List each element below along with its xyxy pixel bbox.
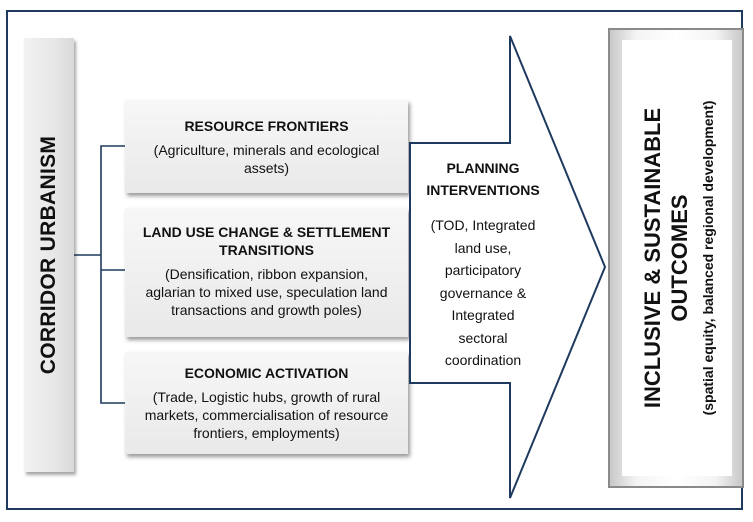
planning-interventions-description: (TOD, Integrated land use, participatory… [420, 214, 546, 372]
resource-frontiers-box: RESOURCE FRONTIERS (Agriculture, mineral… [125, 100, 408, 193]
box-description-line: (Densification, ribbon expansion, [164, 266, 369, 282]
box-description: (Agriculture, minerals and ecological as… [131, 141, 402, 177]
arrow-description-line: participatory [444, 262, 522, 278]
outcomes-box-inner [622, 40, 732, 476]
arrow-description-line: Integrated [451, 307, 515, 323]
box-description-line: (Agriculture, minerals and ecological [153, 142, 380, 158]
box-title-line: TRANSITIONS [219, 242, 314, 258]
box-title: LAND USE CHANGE & SETTLEMENT TRANSITIONS [131, 223, 402, 259]
box-title: ECONOMIC ACTIVATION [184, 365, 349, 381]
box-description-line: aglarian to mixed use, speculation land [145, 284, 388, 300]
box-title: RESOURCE FRONTIERS [184, 118, 349, 134]
box-title-line: LAND USE CHANGE & SETTLEMENT [142, 224, 391, 240]
box-description: (Densification, ribbon expansion, aglari… [131, 265, 402, 319]
outcomes-text: INCLUSIVE & SUSTAINABLE OUTCOMES (spatia… [639, 101, 717, 416]
outcomes-subtitle: (spatial equity, balanced regional devel… [700, 100, 716, 416]
box-description-line: assets) [243, 160, 290, 176]
arrow-description-line: sectoral [458, 329, 508, 346]
arrow-description-line: land use, [454, 239, 512, 256]
land-use-change-box: LAND USE CHANGE & SETTLEMENT TRANSITIONS… [125, 208, 408, 337]
outcomes-title: INCLUSIVE & SUSTAINABLE OUTCOMES [639, 101, 693, 416]
arrow-description-line: (TOD, Integrated [430, 217, 536, 233]
outcomes-title-line: INCLUSIVE & SUSTAINABLE [640, 107, 665, 409]
arrow-description-line: governance & [439, 284, 527, 301]
arrow-description-line: coordination [444, 352, 522, 368]
box-description-line: (Trade, Logistic hubs, growth of rural [152, 389, 381, 405]
outcomes-title-line: OUTCOMES [667, 194, 692, 322]
arrow-title-line: INTERVENTIONS [426, 182, 540, 198]
arrow-title-line: PLANNING [446, 160, 520, 176]
corridor-urbanism-bar [24, 38, 74, 472]
box-description: (Trade, Logistic hubs, growth of rural m… [131, 388, 402, 442]
box-description-line: markets, commercialisation of resource [144, 407, 389, 423]
box-description-line: transactions and growth poles) [171, 302, 362, 318]
planning-interventions-title: PLANNING INTERVENTIONS [417, 157, 549, 201]
box-description-line: frontiers, employments) [193, 425, 340, 441]
economic-activation-box: ECONOMIC ACTIVATION (Trade, Logistic hub… [125, 352, 408, 454]
